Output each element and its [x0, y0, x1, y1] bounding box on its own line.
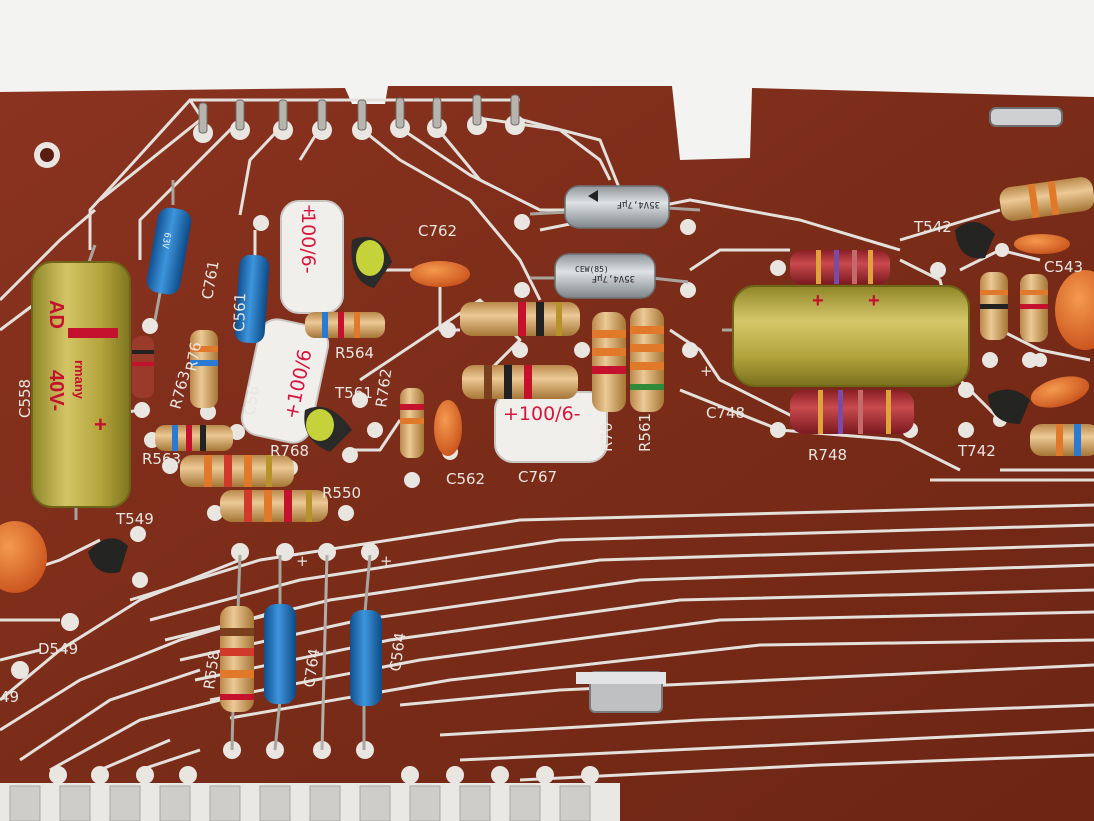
resistor-r70 — [592, 312, 626, 412]
svg-text:+: + — [812, 290, 824, 312]
transistor-t542 — [955, 221, 995, 259]
transistor-t761 — [351, 236, 392, 288]
resistor-center-1 — [460, 302, 580, 336]
label-plus-1: + — [296, 552, 309, 570]
blue-capacitor-c764 — [264, 555, 296, 751]
label-t742: T742 — [957, 442, 996, 460]
transistor-t742 — [988, 389, 1030, 424]
ceramic-capacitor-c562 — [434, 400, 462, 456]
svg-text:+: + — [94, 412, 107, 437]
label-r764: R76 — [182, 341, 205, 373]
resistor-r561 — [630, 308, 664, 412]
resistor-right-v2 — [1020, 274, 1048, 342]
metal-clip-top — [989, 107, 1063, 127]
tantalum-capacitor-b: CEW(85) 35V4,7μF — [530, 253, 689, 299]
resistor-r564 — [305, 312, 385, 338]
silkscreen-labels: C762 C761 C561 R564 T561 C558 R763 R563 … — [0, 218, 1083, 706]
resistor-r558 — [220, 554, 254, 751]
label-c564: C564 — [386, 631, 409, 672]
blue-capacitor-c761: 63V — [146, 180, 192, 321]
resistor-right-bottom — [1030, 424, 1094, 456]
transistor-t549 — [88, 538, 128, 574]
blue-capacitor-c561 — [234, 254, 270, 344]
orange-capacitor-right — [1055, 270, 1094, 350]
wire-jumper — [320, 554, 329, 751]
label-c562: C562 — [446, 470, 485, 488]
blue-capacitor-c564 — [350, 554, 382, 750]
resistor-r768 — [180, 455, 294, 487]
electrolytic-capacitor-c558: AD rmany 40V- + — [31, 244, 131, 520]
svg-text:63V: 63V — [159, 231, 172, 249]
svg-text:rmany: rmany — [72, 360, 87, 400]
transistor-t561 — [304, 406, 352, 452]
ceramic-capacitor-c762 — [410, 261, 470, 287]
ceramic-capacitor-right — [1030, 376, 1090, 408]
label-r564: R564 — [335, 344, 374, 362]
orange-capacitor-left — [0, 521, 47, 593]
label-d549: D549 — [38, 640, 78, 658]
resistor-small-left — [132, 336, 154, 398]
resistor-r748 — [790, 390, 914, 434]
box-capacitor-a: 100/6- + — [280, 200, 344, 314]
label-c561: C561 — [230, 292, 249, 332]
svg-text:AD: AD — [45, 300, 67, 329]
resistor-red-top — [790, 250, 890, 284]
ceramic-capacitor-c543 — [1014, 234, 1070, 254]
label-t549: T549 — [115, 510, 154, 528]
header-pins — [193, 94, 525, 143]
silkscreen-traces — [0, 98, 1094, 782]
label-c543: C543 — [1044, 258, 1083, 276]
resistor-r762 — [400, 388, 424, 458]
bottom-connector — [0, 783, 620, 821]
resistor-right-top — [999, 177, 1094, 221]
label-c767: C767 — [518, 468, 557, 486]
tantalum-capacitor-a: 35V4,7μF — [529, 185, 701, 229]
label-c764: C764 — [300, 647, 323, 688]
resistor-right-v1 — [980, 272, 1008, 340]
svg-text:100/6-: 100/6- — [297, 212, 319, 274]
svg-text:+100/6-: +100/6- — [503, 403, 581, 425]
label-t542: T542 — [913, 218, 952, 236]
label-r550: R550 — [322, 484, 361, 502]
label-r748: R748 — [808, 446, 847, 464]
label-c748: C748 — [706, 404, 745, 422]
svg-text:40V-: 40V- — [45, 370, 67, 411]
label-plus-2: + — [380, 552, 393, 570]
label-r558: R558 — [200, 649, 223, 690]
electrolytic-capacitor-c748: + + — [722, 285, 970, 387]
svg-text:35V4,7μF: 35V4,7μF — [592, 273, 635, 283]
label-r563: R563 — [142, 450, 181, 468]
label-c558: C558 — [16, 379, 34, 418]
svg-text:35V4,7μF: 35V4,7μF — [617, 199, 660, 209]
resistor-center-2 — [462, 365, 578, 399]
label-c762: C762 — [418, 222, 457, 240]
label-plus-3: + — [700, 362, 713, 380]
svg-text:+: + — [302, 201, 316, 221]
label-49: 49 — [0, 688, 19, 706]
label-r768: R768 — [270, 442, 309, 460]
label-r70: R70 — [598, 422, 616, 452]
box-capacitor-c: +100/6- — [494, 391, 608, 463]
label-c563: C56 — [240, 384, 263, 416]
resistor-r563 — [155, 425, 233, 451]
svg-text:+: + — [868, 290, 880, 312]
resistor-r550 — [220, 490, 328, 522]
svg-text:CEW(85): CEW(85) — [575, 265, 609, 274]
label-t561: T561 — [334, 384, 373, 402]
label-r561: R561 — [636, 413, 654, 452]
resistor-r763 — [190, 330, 218, 408]
label-r762: R762 — [372, 367, 395, 408]
